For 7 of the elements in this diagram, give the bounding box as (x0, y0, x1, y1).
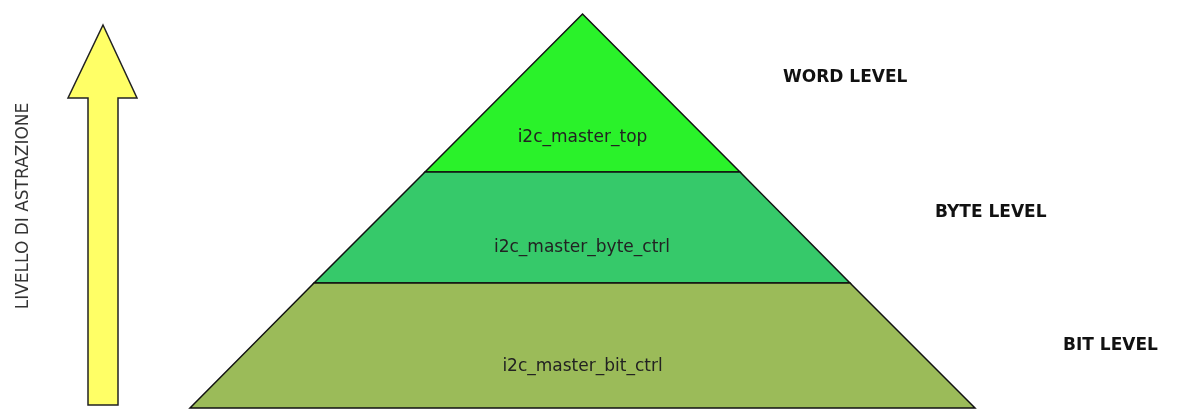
level-label: BYTE LEVEL (935, 201, 1047, 221)
level-label: BIT LEVEL (1063, 334, 1158, 354)
level-label: WORD LEVEL (783, 66, 908, 86)
module-name: i2c_master_bit_ctrl (502, 355, 663, 375)
axis-label: LIVELLO DI ASTRAZIONE (12, 101, 32, 312)
module-name: i2c_master_byte_ctrl (493, 236, 670, 256)
module-name: i2c_master_top (517, 126, 648, 146)
